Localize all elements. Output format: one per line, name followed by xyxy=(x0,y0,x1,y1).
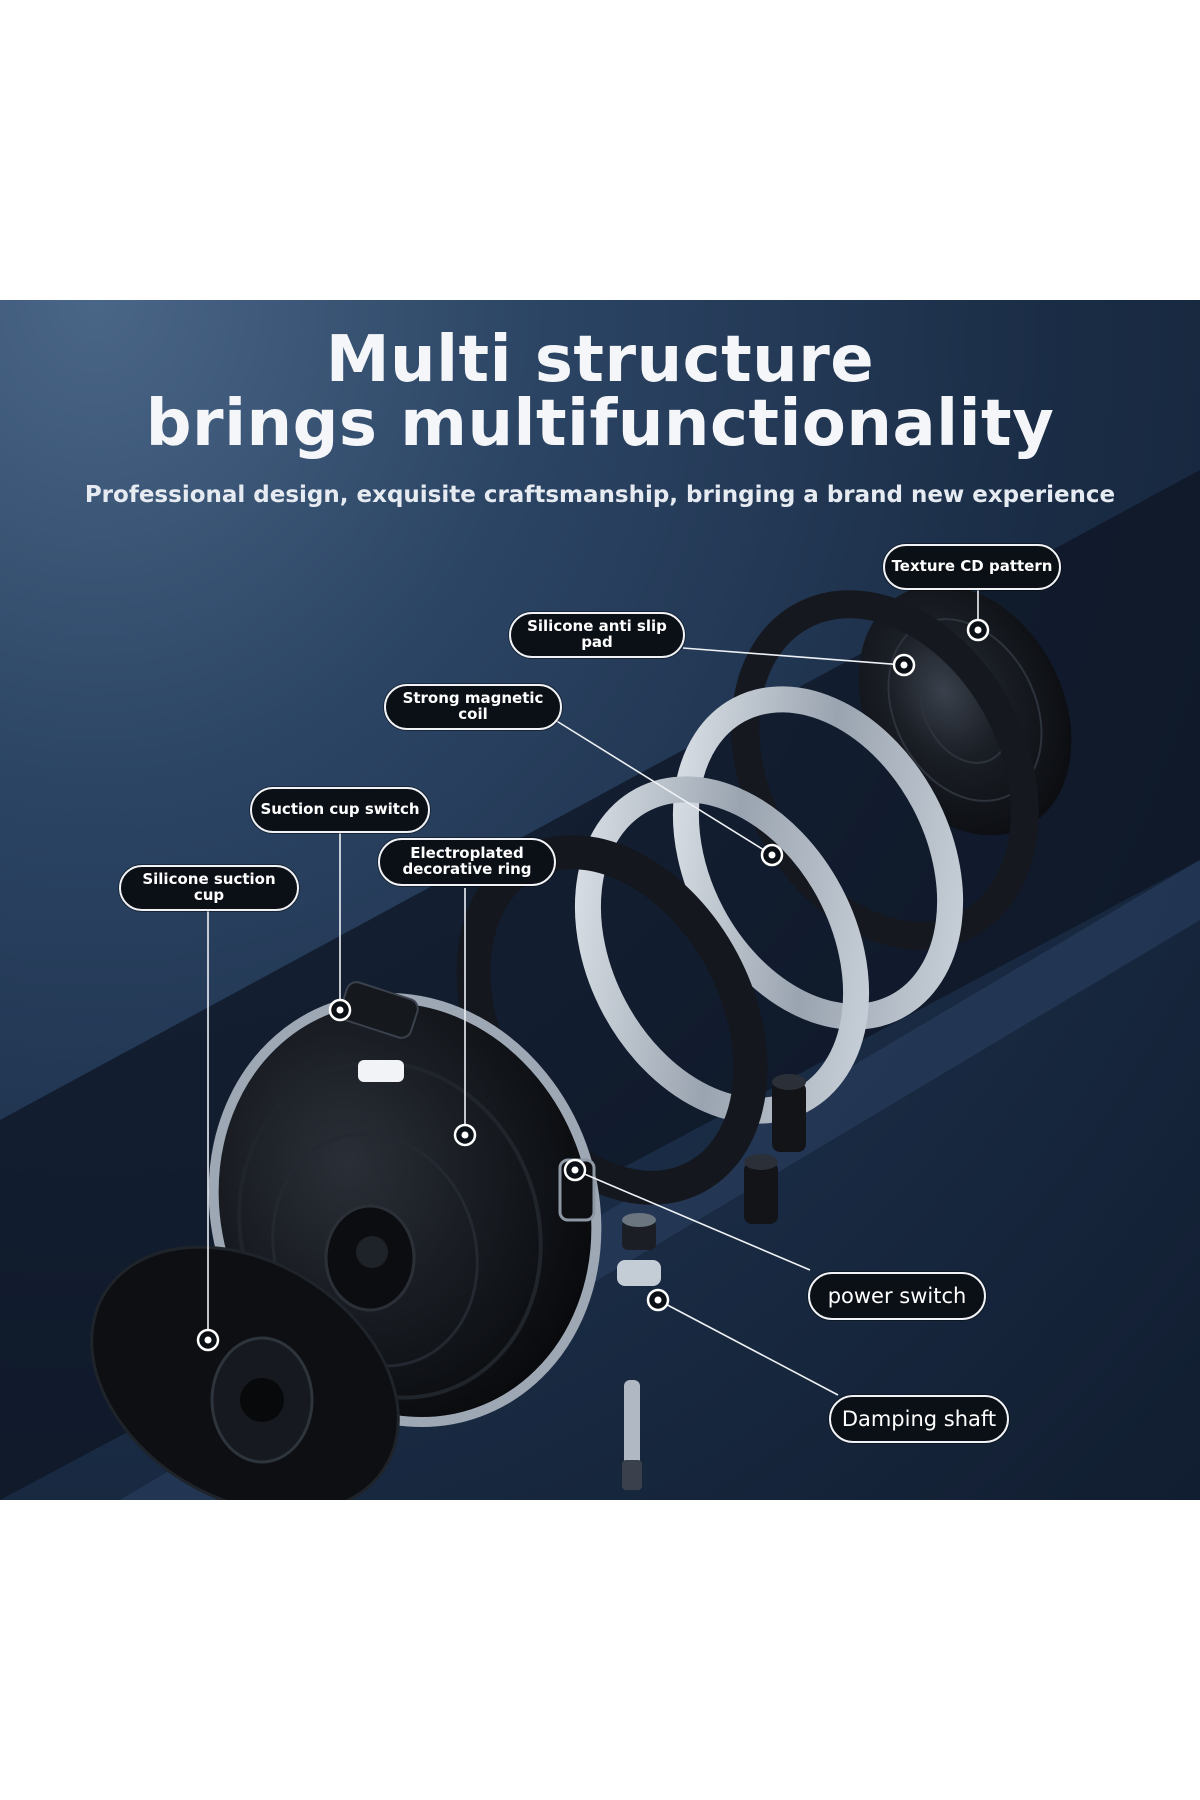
callout-silicone-suction-cup: Silicone suction cup xyxy=(119,865,299,911)
callout-power-switch: power switch xyxy=(808,1272,986,1320)
callout-silicone-anti-slip-pad: Silicone anti slip pad xyxy=(509,612,685,658)
page-title-line-1: Multi structure xyxy=(325,323,875,397)
damping-shaft-knob xyxy=(622,1220,656,1250)
damping-shaft-pin xyxy=(624,1380,640,1480)
page-title-line-2: brings multifunctionality xyxy=(145,387,1055,461)
hinge-post-bottom xyxy=(744,1162,778,1224)
suction-cup-switch-block xyxy=(339,981,419,1039)
callout-damping-shaft: Damping shaft xyxy=(829,1395,1009,1443)
callout-leader-lines xyxy=(207,552,979,1396)
callout-electroplated-decorative-ring: Electroplated decorative ring xyxy=(378,838,556,886)
page-subtitle: Professional design, exquisite craftsman… xyxy=(84,482,1116,508)
product-infographic-panel: Multi structure brings multifunctionalit… xyxy=(0,300,1200,1500)
callout-suction-cup-switch: Suction cup switch xyxy=(250,787,430,833)
hinge-post-top xyxy=(772,1082,806,1152)
callout-strong-magnetic-coil: Strong magnetic coil xyxy=(384,684,562,730)
callout-texture-cd-pattern: Texture CD pattern xyxy=(883,544,1061,590)
